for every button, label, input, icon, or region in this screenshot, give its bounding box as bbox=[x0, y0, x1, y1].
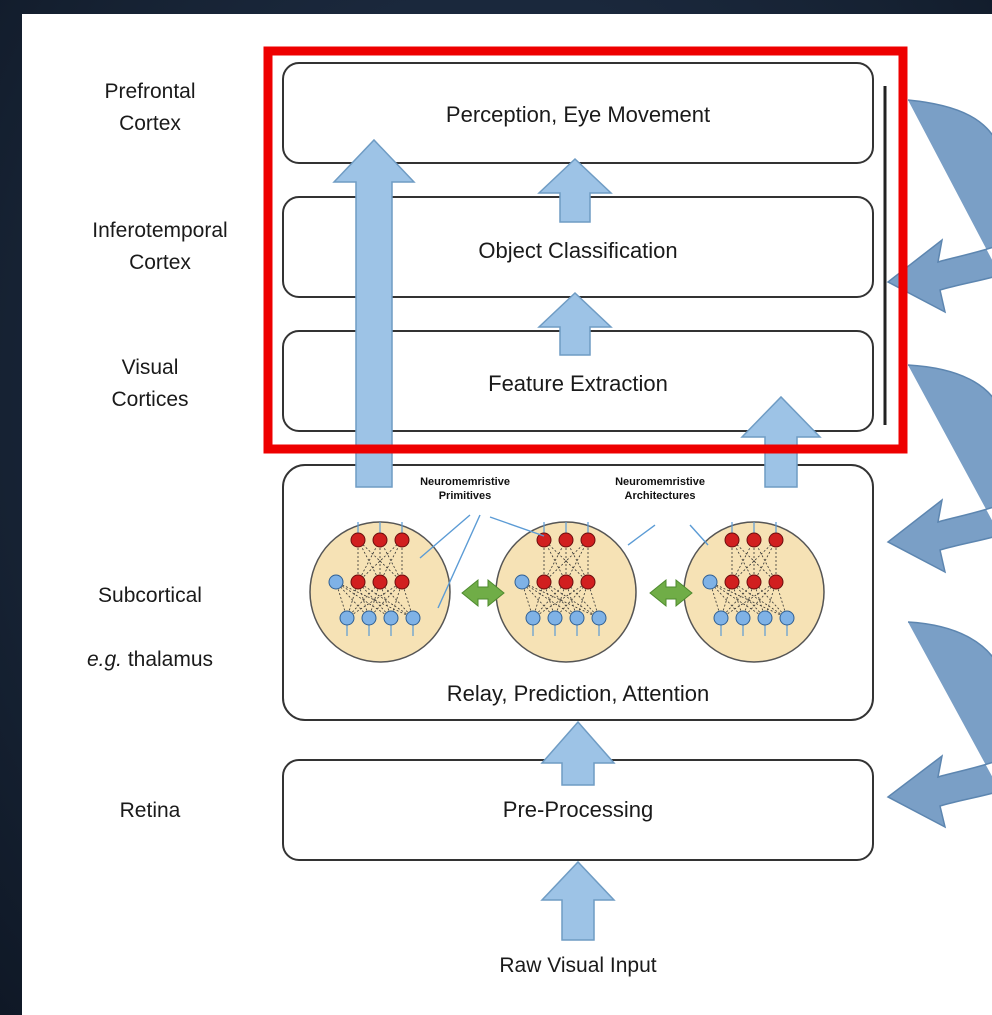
neuron-red bbox=[580, 532, 596, 548]
pointer-3 bbox=[489, 516, 545, 537]
neuron-red bbox=[394, 574, 410, 590]
neural-networks bbox=[309, 521, 825, 663]
neuron-red bbox=[558, 574, 574, 590]
box-label-object: Object Classification bbox=[478, 238, 678, 263]
neuron-blue bbox=[735, 610, 751, 626]
annotation-primitives: Neuromemristive Primitives bbox=[420, 476, 510, 502]
network-link bbox=[521, 581, 578, 619]
network-link bbox=[731, 581, 788, 619]
neuron-blue bbox=[525, 610, 541, 626]
pointer-2 bbox=[437, 514, 481, 609]
box-label-preprocessing: Pre-Processing bbox=[502, 797, 654, 822]
neuron-blue bbox=[339, 610, 355, 626]
neuron-blue bbox=[713, 610, 729, 626]
network-link bbox=[357, 581, 392, 619]
label-raw-visual-input: Raw Visual Input bbox=[499, 954, 657, 977]
arrow-object-to-perception bbox=[537, 157, 613, 223]
arrow-feature-to-object bbox=[537, 291, 613, 356]
pointer-5 bbox=[689, 524, 709, 546]
network-link bbox=[521, 581, 556, 619]
highlight-frame bbox=[263, 46, 908, 454]
neuron-red bbox=[746, 574, 762, 590]
network-link bbox=[731, 581, 766, 619]
neuron-red bbox=[372, 532, 388, 548]
label-subcortical: Subcortical e.g. thalamus bbox=[65, 548, 235, 676]
link-right bbox=[649, 578, 693, 608]
neuron-red bbox=[746, 532, 762, 548]
annotation-architectures: Neuromemristive Architectures bbox=[615, 476, 705, 502]
feedback-arrow-bottom bbox=[886, 621, 992, 829]
neuron-blue bbox=[569, 610, 585, 626]
box-label-relay: Relay, Prediction, Attention bbox=[446, 681, 710, 706]
network-link bbox=[753, 581, 788, 619]
feedforward-arrows bbox=[332, 138, 822, 941]
link-left bbox=[461, 578, 505, 608]
neuron-blue bbox=[328, 574, 344, 590]
pointer-1 bbox=[419, 514, 471, 559]
box-label-feature: Feature Extraction bbox=[488, 371, 668, 396]
neuron-red bbox=[394, 532, 410, 548]
neuron-red bbox=[558, 532, 574, 548]
feedback-arrows bbox=[886, 99, 992, 829]
subcortical-eg: e.g. bbox=[86, 648, 122, 671]
network-link bbox=[335, 581, 392, 619]
neuron-red bbox=[724, 574, 740, 590]
label-visual-cortices: Visual Cortices bbox=[111, 356, 189, 411]
network-link bbox=[709, 581, 744, 619]
neuron-blue bbox=[405, 610, 421, 626]
neuron-blue bbox=[757, 610, 773, 626]
neuron-red bbox=[350, 574, 366, 590]
label-prefrontal-cortex: Prefrontal Cortex bbox=[104, 80, 196, 135]
network-link bbox=[543, 581, 600, 619]
feedback-arrow-middle bbox=[886, 364, 992, 574]
pointer-4 bbox=[627, 524, 656, 546]
label-inferotemporal-cortex: Inferotemporal Cortex bbox=[92, 219, 228, 274]
bypass-arrow bbox=[332, 138, 416, 488]
neuron-red bbox=[536, 532, 552, 548]
network-link bbox=[709, 581, 766, 619]
green-links bbox=[461, 578, 693, 608]
neuron-blue bbox=[361, 610, 377, 626]
subcortical-title: Subcortical bbox=[98, 584, 202, 607]
neuron-red bbox=[350, 532, 366, 548]
box-label-perception: Perception, Eye Movement bbox=[445, 102, 711, 127]
label-retina: Retina bbox=[119, 799, 181, 822]
neuron-blue bbox=[779, 610, 795, 626]
neuron-blue bbox=[383, 610, 399, 626]
network-link bbox=[565, 581, 600, 619]
feedback-arrow-top bbox=[886, 99, 992, 314]
arrow-pre-to-relay bbox=[540, 720, 616, 786]
neuron-red bbox=[768, 532, 784, 548]
network-link bbox=[543, 581, 578, 619]
arrow-input-to-pre bbox=[540, 860, 616, 941]
neuron-blue bbox=[547, 610, 563, 626]
neuron-red bbox=[768, 574, 784, 590]
arrow-relay-to-feature bbox=[740, 395, 822, 488]
subcortical-example: thalamus bbox=[121, 648, 214, 671]
neuron-red bbox=[580, 574, 596, 590]
network-link bbox=[357, 581, 414, 619]
neuron-red bbox=[724, 532, 740, 548]
network-link bbox=[335, 581, 370, 619]
neuron-blue bbox=[702, 574, 718, 590]
network-link bbox=[379, 581, 414, 619]
neuron-red bbox=[372, 574, 388, 590]
neuron-blue bbox=[514, 574, 530, 590]
annotation-pointers bbox=[419, 514, 709, 609]
neuron-red bbox=[536, 574, 552, 590]
neuron-blue bbox=[591, 610, 607, 626]
